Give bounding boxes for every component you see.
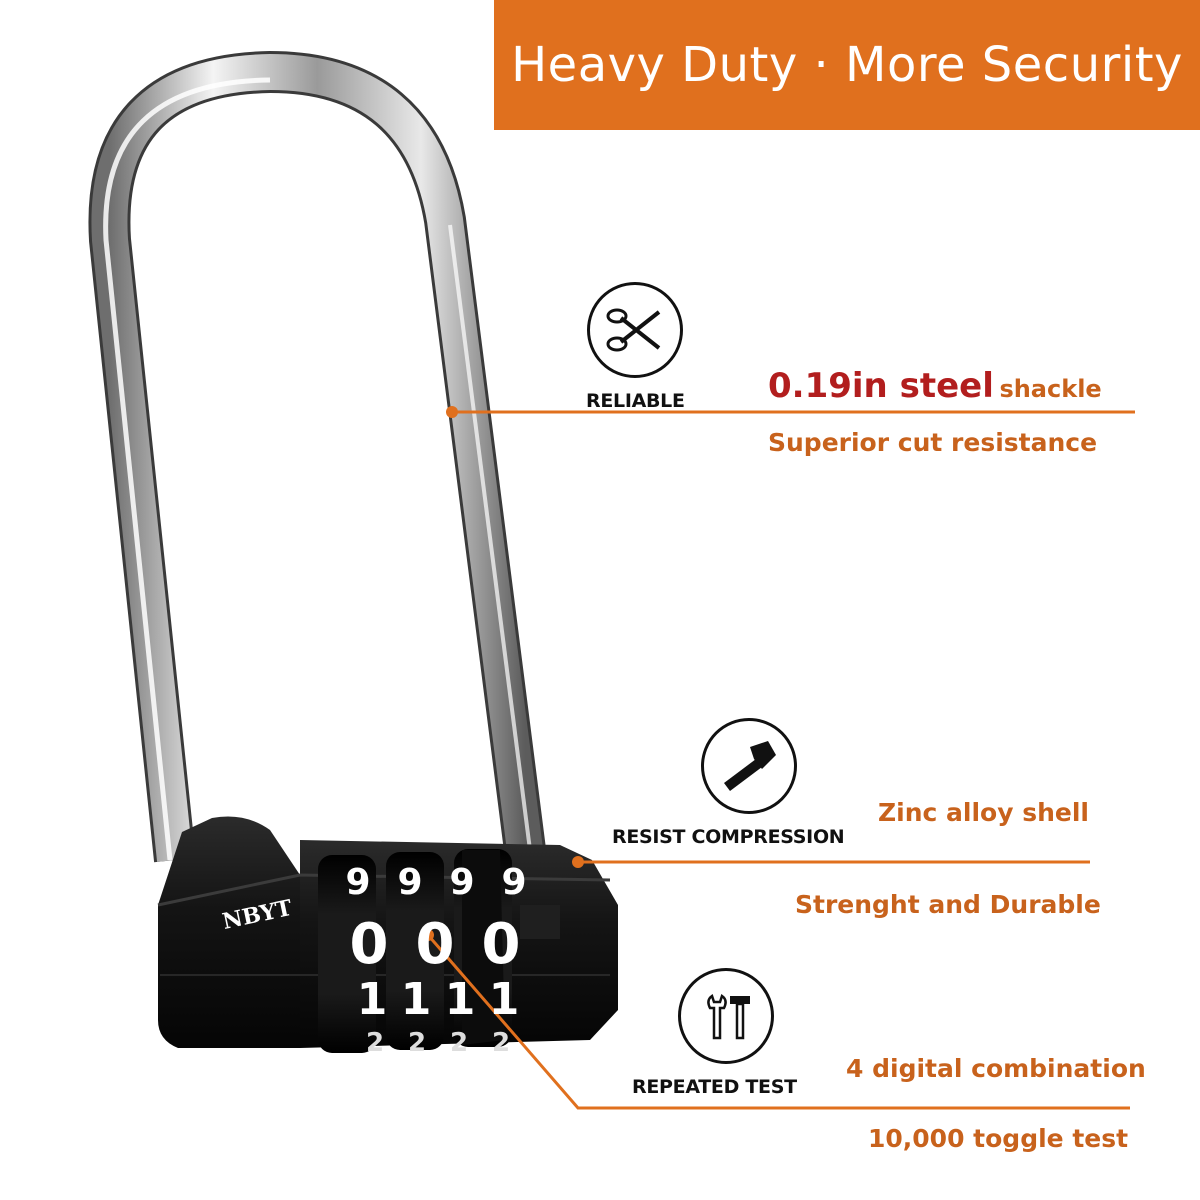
- badge-label: REPEATED TEST: [632, 1076, 797, 1098]
- dial-digit: 0: [415, 912, 455, 977]
- hammer-icon: [701, 718, 798, 814]
- feature-badge-repeated-test: REPEATED TEST: [632, 968, 797, 1098]
- dial-digit: 1: [400, 974, 432, 1025]
- header-banner: Heavy Duty · More Security: [494, 0, 1200, 130]
- scissors-icon: [587, 282, 684, 378]
- dial-digit: 9: [501, 862, 527, 903]
- dial-digit: 2: [491, 1028, 511, 1058]
- shell-subtitle: Strenght and Durable: [795, 890, 1101, 919]
- dial-digit: 2: [449, 1028, 469, 1058]
- dial-digit: 1: [356, 974, 388, 1025]
- dial-digit: 9: [449, 862, 475, 903]
- dial-digits: 9 9 9 9 0 0 0 1 1 1 1 2 2 2 2: [330, 862, 540, 1062]
- dial-digit: 1: [488, 974, 520, 1025]
- shackle-headline: 0.19in steel shackle: [768, 366, 1102, 406]
- shackle-subtitle: Superior cut resistance: [768, 428, 1098, 457]
- callout-lines: [422, 406, 1135, 1110]
- shell-title: Zinc alloy shell: [878, 798, 1089, 827]
- dial-digit: 0: [349, 912, 389, 977]
- feature-badge-reliable: RELIABLE: [586, 282, 685, 412]
- combination-title: 4 digital combination: [846, 1054, 1146, 1083]
- dial-digit: 2: [365, 1028, 385, 1058]
- shackle-highlight-suffix: shackle: [999, 375, 1102, 403]
- badge-label: RESIST COMPRESSION: [612, 826, 845, 848]
- feature-badge-resist-compression: RESIST COMPRESSION: [612, 718, 845, 848]
- shackle-highlight: 0.19in steel: [768, 366, 994, 406]
- dial-digit: 1: [444, 974, 476, 1025]
- dial-digit: 2: [407, 1028, 427, 1058]
- badge-label: RELIABLE: [586, 390, 685, 412]
- dial-digit: 0: [481, 912, 521, 977]
- dial-digit: 9: [397, 862, 423, 903]
- combination-dials: [318, 849, 512, 1053]
- banner-title: Heavy Duty · More Security: [511, 37, 1183, 93]
- dial-digit: 9: [345, 862, 371, 903]
- combination-subtitle: 10,000 toggle test: [868, 1124, 1129, 1153]
- tools-icon: [678, 968, 775, 1064]
- steel-shackle: [88, 50, 546, 863]
